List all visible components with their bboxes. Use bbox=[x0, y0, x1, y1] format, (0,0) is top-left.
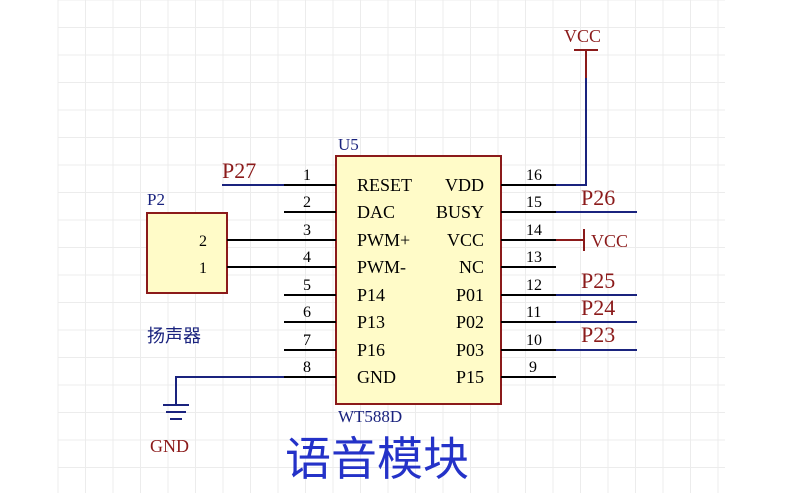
pin-name: PWM- bbox=[357, 257, 406, 277]
pin-number: 3 bbox=[303, 222, 311, 239]
pin-number: 4 bbox=[303, 249, 311, 266]
connector-body[interactable] bbox=[146, 212, 228, 294]
pin-name: P13 bbox=[357, 312, 385, 332]
pin-name: P02 bbox=[456, 312, 484, 332]
pin-name: DAC bbox=[357, 202, 395, 222]
pin-number: 11 bbox=[526, 304, 541, 321]
net-label-p27: P27 bbox=[222, 158, 256, 183]
pin-name: P03 bbox=[456, 340, 484, 360]
pin-number: 2 bbox=[303, 194, 311, 211]
pin-name: BUSY bbox=[436, 202, 484, 222]
connector-designator: P2 bbox=[147, 190, 165, 209]
vcc-right-label: VCC bbox=[591, 231, 628, 251]
pin-name: P01 bbox=[456, 285, 484, 305]
pin-number: 10 bbox=[526, 332, 542, 349]
net-label-p24: P24 bbox=[581, 295, 615, 320]
wire-gnd[interactable] bbox=[175, 376, 284, 405]
connector-comment: 扬声器 bbox=[147, 326, 201, 347]
pin-number: 12 bbox=[526, 277, 542, 294]
chip-part-name: WT588D bbox=[338, 407, 402, 426]
pin-name: VDD bbox=[445, 175, 484, 195]
pin-name: P15 bbox=[456, 367, 484, 387]
connector-pin-number: 1 bbox=[199, 260, 207, 277]
pin-name: RESET bbox=[357, 175, 412, 195]
pin-name: P16 bbox=[357, 340, 385, 360]
pin-number: 16 bbox=[526, 167, 542, 184]
pin-name: VCC bbox=[447, 230, 484, 250]
gnd-label: GND bbox=[150, 436, 189, 456]
pin-name: PWM+ bbox=[357, 230, 410, 250]
pin-name: P14 bbox=[357, 285, 385, 305]
chip-left-pins: 1 2 3 4 5 6 7 8 RESET DAC PWM+ PWM- P14 … bbox=[284, 167, 412, 387]
pin-name: GND bbox=[357, 367, 396, 387]
pin-number: 6 bbox=[303, 304, 311, 321]
pin-name: NC bbox=[459, 257, 484, 277]
connector-pin-number: 2 bbox=[199, 233, 207, 250]
pin-number: 1 bbox=[303, 167, 311, 184]
net-label-p23: P23 bbox=[581, 322, 615, 347]
pin-number: 13 bbox=[526, 249, 542, 266]
pin-number: 14 bbox=[526, 222, 542, 239]
schematic-title: 语音模块 bbox=[285, 432, 469, 486]
pin-number: 15 bbox=[526, 194, 542, 211]
pin-number: 8 bbox=[303, 359, 311, 376]
net-label-p26: P26 bbox=[581, 185, 615, 210]
wire-vdd[interactable] bbox=[556, 50, 587, 186]
chip-body[interactable] bbox=[335, 155, 502, 405]
pin-number: 9 bbox=[529, 359, 537, 376]
pin-number: 5 bbox=[303, 277, 311, 294]
net-label-p25: P25 bbox=[581, 268, 615, 293]
pin-number: 7 bbox=[303, 332, 311, 349]
vcc-top-label: VCC bbox=[564, 26, 601, 46]
chip-right-pins: 16 15 14 13 12 11 10 9 VDD BUSY VCC NC P… bbox=[436, 167, 556, 387]
chip-designator: U5 bbox=[338, 135, 359, 154]
